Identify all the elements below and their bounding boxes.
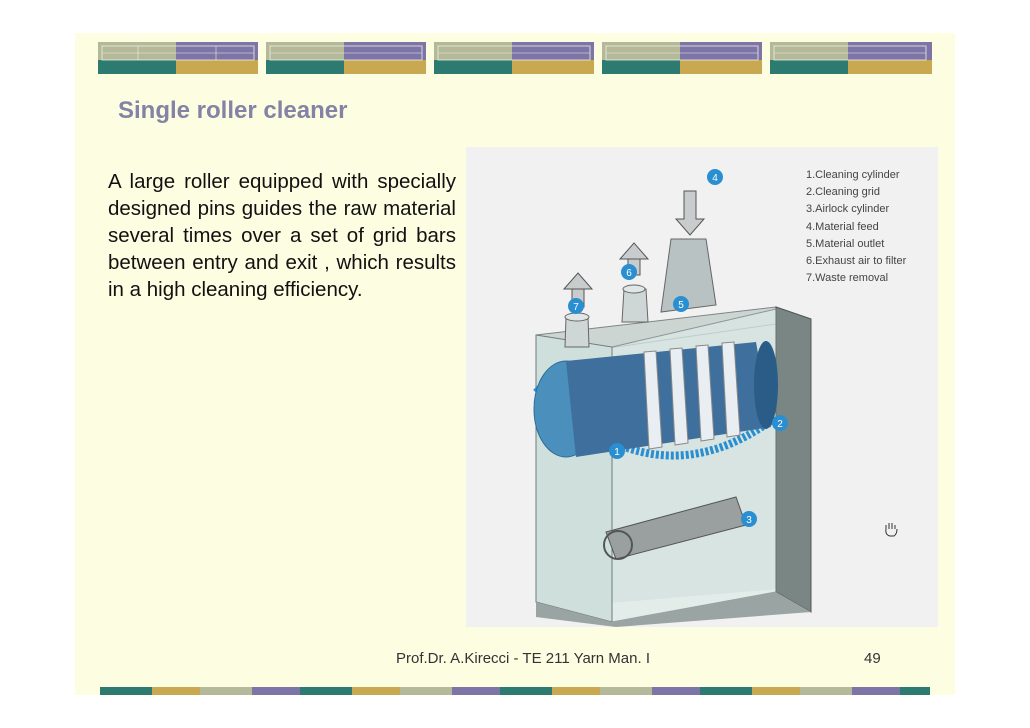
svg-text:4: 4 [712, 173, 718, 184]
callout-2: 2 [772, 415, 788, 431]
svg-text:3: 3 [746, 515, 752, 526]
legend-item: 2.Cleaning grid [806, 186, 880, 199]
svg-text:5: 5 [678, 300, 684, 311]
svg-text:7: 7 [573, 302, 579, 313]
airlock-rotor [603, 530, 633, 560]
header-band-block-5 [770, 42, 932, 74]
material-outlet-chute [660, 238, 717, 313]
legend-item: 7.Waste removal [806, 272, 889, 285]
cylinder-back-end [754, 341, 778, 429]
svg-text:1: 1 [614, 447, 620, 458]
callout-5: 5 [673, 296, 689, 312]
svg-text:6: 6 [626, 268, 632, 279]
header-decorative-band [98, 42, 932, 74]
header-band-block-2 [266, 42, 426, 74]
cleaning-cylinder [566, 342, 771, 457]
header-band-block-3 [434, 42, 594, 74]
svg-text:2: 2 [777, 419, 783, 430]
header-band-block-1 [98, 42, 258, 74]
page-number: 49 [864, 650, 881, 667]
waste-arrow-head [562, 272, 594, 290]
footer-decorative-band [100, 687, 930, 695]
callout-1: 1 [609, 443, 625, 459]
machine-base [536, 592, 811, 627]
callout-4: 4 [707, 169, 723, 185]
machine-right-side [775, 306, 812, 613]
callout-6: 6 [621, 264, 637, 280]
slide-footer: Prof.Dr. A.Kirecci - TE 211 Yarn Man. I [396, 650, 650, 667]
legend-item: 1.Cleaning cylinder [806, 169, 900, 181]
material-feed-arrow [674, 190, 706, 236]
callout-3: 3 [741, 511, 757, 527]
legend-item: 3.Airlock cylinder [806, 203, 890, 216]
roller-cleaner-diagram: 1 2 3 4 5 6 7 [533, 169, 898, 627]
hand-cursor-icon [885, 523, 898, 537]
slide-title: Single roller cleaner [118, 97, 348, 124]
header-band-block-4 [602, 42, 762, 74]
exhaust-chute [621, 288, 649, 323]
legend-item: 5.Material outlet [806, 237, 885, 250]
cylinder-bands [643, 341, 741, 450]
callout-7: 7 [568, 298, 584, 314]
figure-legend: 1.Cleaning cylinder 2.Cleaning grid 3.Ai… [806, 167, 906, 287]
slide-body-text: A large roller equipped with specially d… [108, 170, 456, 301]
exhaust-arrow-head [618, 242, 650, 260]
legend-item: 6.Exhaust air to filter [806, 255, 907, 268]
legend-item: 4.Material feed [806, 220, 879, 233]
